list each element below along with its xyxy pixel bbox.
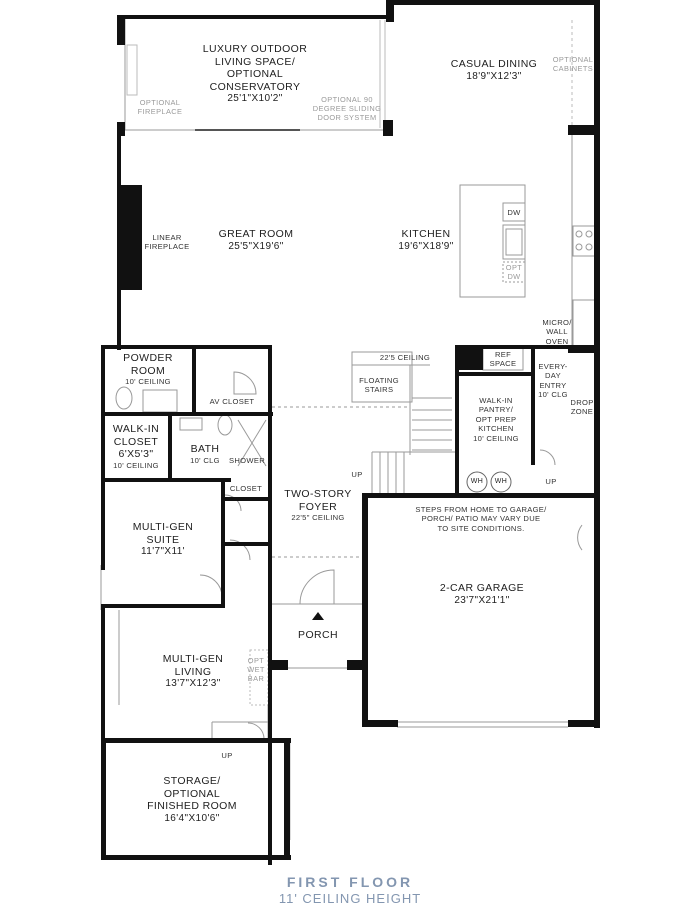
label-drop-zone: DROP ZONE bbox=[570, 398, 594, 417]
room-outdoor-label: LUXURY OUTDOOR LIVING SPACE/ OPTIONAL CO… bbox=[202, 43, 308, 104]
label-floating-stairs: FLOATING STAIRS bbox=[359, 376, 399, 395]
room-porch-label: PORCH bbox=[298, 629, 338, 641]
label-av-closet: AV CLOSET bbox=[209, 397, 255, 406]
room-multigen-living-label: MULTI-GEN LIVING 13'7"X12'3" bbox=[162, 653, 224, 689]
label-wh-1: WH bbox=[470, 478, 484, 485]
label-closet: CLOSET bbox=[229, 484, 263, 493]
thin-lines bbox=[100, 19, 596, 840]
label-dw: DW bbox=[507, 208, 521, 217]
room-foyer-label: TWO-STORY FOYER 22'5" CEILING bbox=[284, 488, 352, 522]
room-great-room-label: GREAT ROOM 25'5"X19'6" bbox=[218, 228, 294, 252]
label-micro-wall-oven: MICRO/ WALL OVEN bbox=[542, 318, 572, 346]
label-opt-dw: OPT DW bbox=[505, 263, 523, 282]
room-powder-label: POWDER ROOM 10' CEILING bbox=[123, 352, 173, 386]
room-garage-label: 2-CAR GARAGE 23'7"X21'1" bbox=[439, 582, 525, 606]
porch-arrow bbox=[312, 612, 324, 620]
label-opt-wet-bar: OPT WET BAR bbox=[247, 656, 265, 684]
note-optional-fireplace: OPTIONAL FIREPLACE bbox=[137, 98, 183, 117]
floor-title: FIRST FLOOR bbox=[286, 874, 414, 890]
room-storage-label: STORAGE/ OPTIONAL FINISHED ROOM 16'4"X10… bbox=[147, 775, 237, 824]
label-up-foyer: UP bbox=[351, 470, 363, 479]
label-wh-2: WH bbox=[494, 478, 508, 485]
note-steps: STEPS FROM HOME TO GARAGE/ PORCH/ PATIO … bbox=[415, 505, 547, 533]
label-shower: SHOWER bbox=[229, 456, 265, 465]
room-kitchen-label: KITCHEN 19'6"X18'9" bbox=[398, 228, 454, 252]
walls bbox=[101, 0, 600, 865]
room-bath-label: BATH 10' CLG bbox=[190, 443, 220, 465]
room-walkin-closet-label: WALK-IN CLOSET 6'X5'3" 10' CEILING bbox=[112, 423, 160, 470]
room-pantry-label: WALK-IN PANTRY/ OPT PREP KITCHEN 10' CEI… bbox=[473, 396, 519, 443]
room-casual-dining-label: CASUAL DINING 18'9"X12'3" bbox=[450, 58, 538, 82]
room-everyday-entry-label: EVERY- DAY ENTRY 10' CLG bbox=[538, 362, 568, 400]
ceiling-height-subtitle: 11' CEILING HEIGHT bbox=[278, 891, 422, 906]
note-sliding-door: OPTIONAL 90 DEGREE SLIDING DOOR SYSTEM bbox=[312, 95, 382, 123]
label-ref-space: REF SPACE bbox=[489, 350, 517, 369]
note-linear-fireplace: LINEAR FIREPLACE bbox=[144, 233, 190, 252]
note-optional-cabinets: OPTIONAL CABINETS bbox=[552, 55, 594, 74]
label-up-storage: UP bbox=[221, 751, 233, 760]
label-ceiling-225: 22'5 CEILING bbox=[379, 353, 431, 362]
room-multigen-suite-label: MULTI-GEN SUITE 11'7"X11' bbox=[132, 521, 194, 557]
label-up-entry: UP bbox=[545, 477, 557, 486]
